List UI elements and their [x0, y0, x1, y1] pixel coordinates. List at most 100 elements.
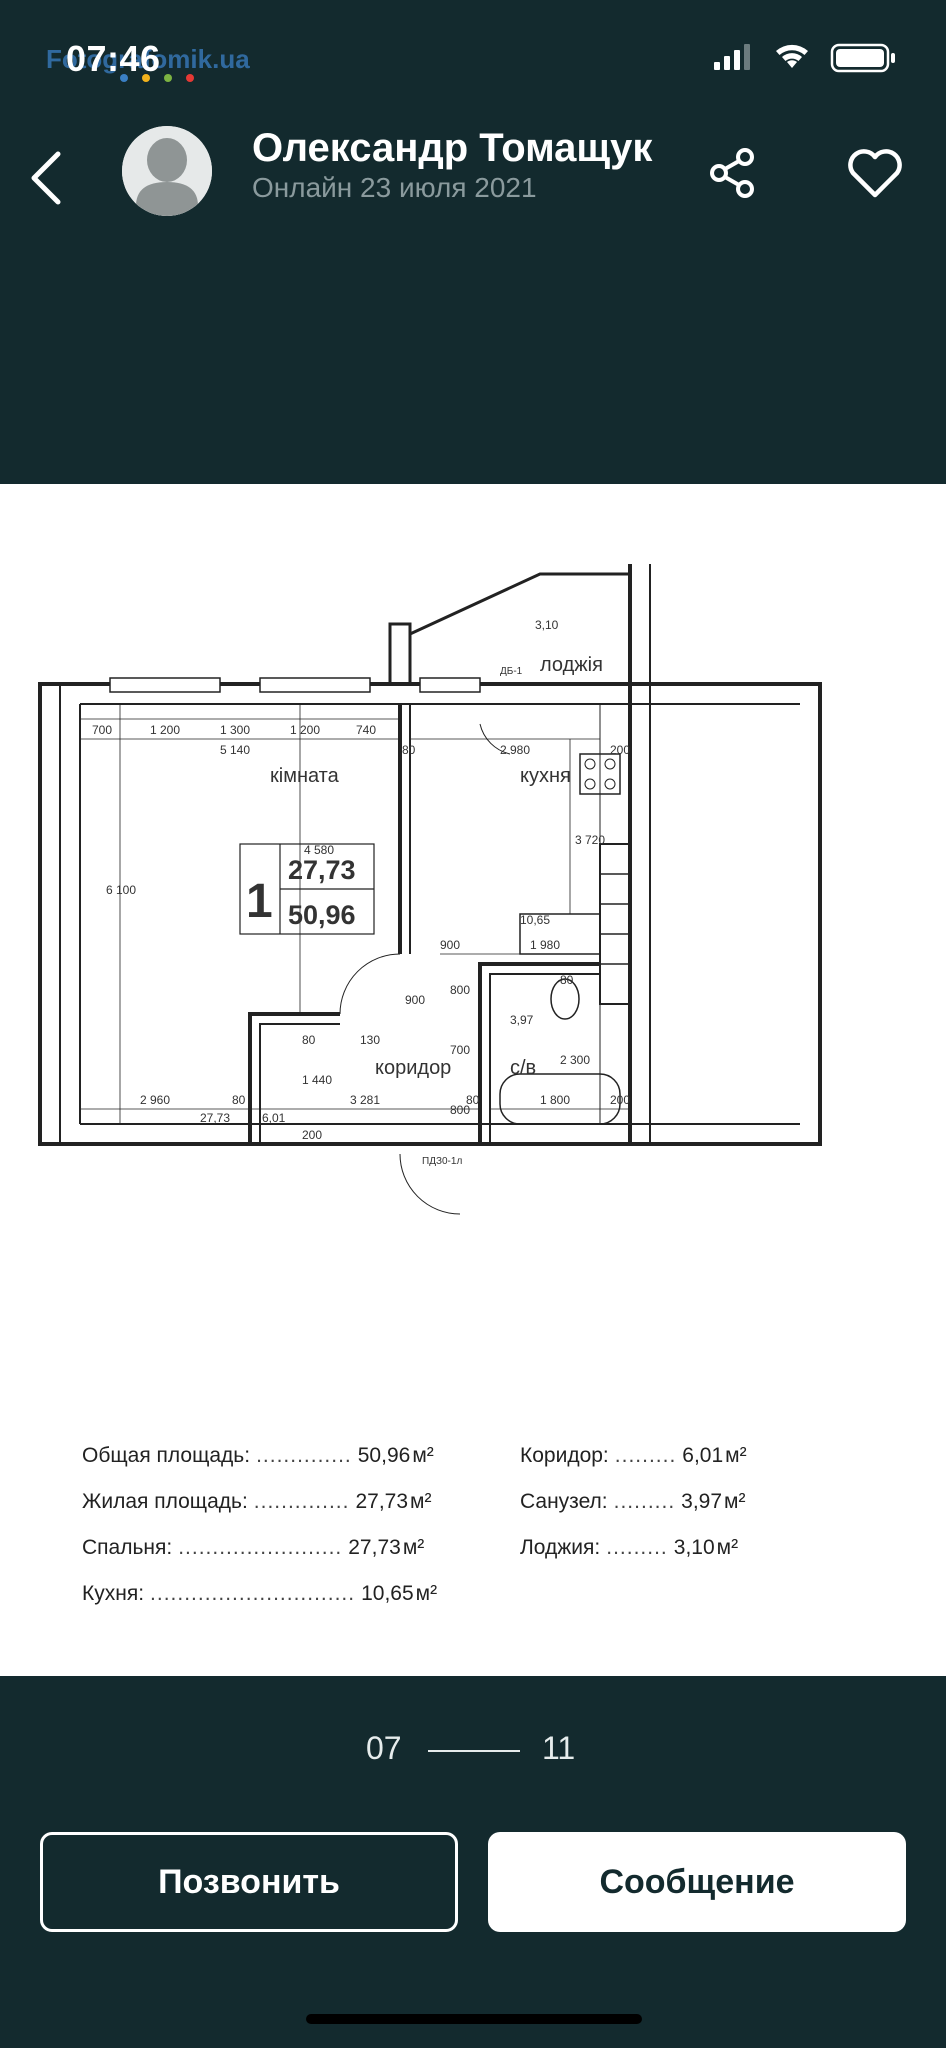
- message-button[interactable]: Сообщение: [488, 1832, 906, 1932]
- favorite-button[interactable]: [840, 140, 910, 206]
- apt-living-area: 27,73: [288, 855, 356, 885]
- share-icon: [710, 148, 754, 198]
- dim-5140: 5 140: [220, 743, 250, 757]
- area-value: 3,97: [681, 1490, 723, 1513]
- label-loggia: лоджія: [540, 654, 603, 676]
- area-value: 27,73: [348, 1536, 401, 1559]
- avatar[interactable]: [122, 126, 212, 216]
- area-unit: м²: [716, 1536, 739, 1559]
- area-unit: м²: [725, 1444, 747, 1467]
- dotted-leader: ..............: [256, 1444, 352, 1467]
- dim-1200b: 1 200: [290, 723, 320, 737]
- dim-2300: 2 300: [560, 1053, 590, 1067]
- dotted-leader: .........: [613, 1490, 676, 1513]
- pager-current: 07: [366, 1730, 402, 1766]
- dim-1800: 1 800: [540, 1093, 570, 1107]
- dim-2773: 27,73: [200, 1111, 230, 1125]
- area-unit: м²: [415, 1582, 438, 1605]
- chat-header: Олександр Томащук Онлайн 23 июля 2021: [0, 120, 946, 240]
- dim-80d: 80: [232, 1093, 246, 1107]
- chevron-left-icon: [31, 151, 61, 205]
- area-label: Санузел:: [520, 1490, 608, 1513]
- dim-1980: 1 980: [530, 938, 560, 952]
- area-label: Общая площадь:: [82, 1444, 251, 1467]
- dim-800a: 800: [450, 983, 470, 997]
- dim-2980: 2 980: [500, 743, 530, 757]
- dim-6100: 6 100: [106, 883, 136, 897]
- dim-80b: 80: [302, 1033, 316, 1047]
- battery-icon: [830, 43, 895, 73]
- area-label: Спальня:: [82, 1536, 173, 1559]
- dim-900a: 900: [440, 938, 460, 952]
- dim-700b: 700: [450, 1043, 470, 1057]
- dotted-leader: ..............................: [150, 1582, 356, 1605]
- dim-200c: 200: [610, 1093, 630, 1107]
- wifi-icon: [776, 44, 808, 68]
- area-value: 50,96: [357, 1444, 411, 1467]
- dim-700: 700: [92, 723, 112, 737]
- dotted-leader: ..............: [253, 1490, 350, 1513]
- dim-4580: 4 580: [304, 843, 334, 857]
- dim-900b: 900: [405, 993, 425, 1007]
- label-kitchen: кухня: [520, 765, 571, 787]
- area-row-kitchen: Кухня:..............................10,6…: [82, 1582, 437, 1612]
- dim-800b: 800: [450, 1103, 470, 1117]
- dim-1200a: 1 200: [150, 723, 180, 737]
- apt-number: 1: [246, 875, 273, 928]
- label-corridor: коридор: [375, 1057, 451, 1079]
- dim-3281: 3 281: [350, 1093, 380, 1107]
- home-indicator[interactable]: [306, 2014, 642, 2024]
- status-bar: Fotografomik.ua 07:46: [0, 0, 946, 120]
- apt-total-area: 50,96: [288, 900, 356, 930]
- area-unit: м²: [412, 1444, 434, 1467]
- watermark-dots: [120, 74, 210, 84]
- watermark-logo: Fotografomik.ua: [46, 44, 250, 74]
- dim-200b: 200: [302, 1128, 322, 1142]
- label-room: кімната: [270, 765, 340, 787]
- area-unit: м²: [410, 1490, 432, 1513]
- dim-200a: 200: [610, 743, 630, 757]
- dim-1065: 10,65: [520, 913, 550, 927]
- status-time: 07:46: [66, 38, 161, 79]
- pager-total: 11: [542, 1730, 576, 1766]
- dim-740: 740: [356, 723, 376, 737]
- signal-icon: [714, 44, 750, 70]
- dotted-leader: ........................: [178, 1536, 343, 1559]
- area-value: 27,73: [355, 1490, 409, 1513]
- user-name[interactable]: Олександр Томащук: [252, 126, 653, 170]
- label-bathroom: с/в: [510, 1057, 536, 1079]
- area-unit: м²: [402, 1536, 425, 1559]
- pager-divider: [428, 1750, 520, 1752]
- area-label: Коридор:: [520, 1444, 609, 1467]
- area-label: Жилая площадь:: [82, 1490, 248, 1513]
- status-icons: [714, 43, 895, 73]
- area-value: 6,01: [682, 1444, 724, 1467]
- listing-photo[interactable]: кімната кухня лоджія коридор с/в 1 27,73…: [0, 484, 946, 1676]
- label-door-balcony: ДБ-1: [500, 666, 523, 677]
- floor-plan-drawing: кімната кухня лоджія коридор с/в 1 27,73…: [38, 564, 822, 1215]
- call-button[interactable]: Позвонить: [40, 1832, 458, 1932]
- dim-1440: 1 440: [302, 1073, 332, 1087]
- person-silhouette-icon: [122, 126, 212, 216]
- dim-3720: 3 720: [575, 833, 605, 847]
- area-unit: м²: [724, 1490, 746, 1513]
- area-value: 10,65: [361, 1582, 414, 1605]
- area-value: 3,10: [673, 1536, 715, 1559]
- share-button[interactable]: [700, 140, 766, 206]
- area-label: Лоджия:: [520, 1536, 601, 1559]
- dotted-leader: .........: [614, 1444, 677, 1467]
- photo-pager: 07 11: [0, 1726, 946, 1776]
- heart-icon: [848, 149, 902, 198]
- label-door-entry: ПДЗ0-1л: [422, 1156, 462, 1167]
- back-button[interactable]: [16, 138, 76, 218]
- dim-80a: 80: [402, 743, 416, 757]
- user-online-status: Онлайн 23 июля 2021: [252, 172, 537, 203]
- dim-397: 3,97: [510, 1013, 534, 1027]
- dim-2960: 2 960: [140, 1093, 170, 1107]
